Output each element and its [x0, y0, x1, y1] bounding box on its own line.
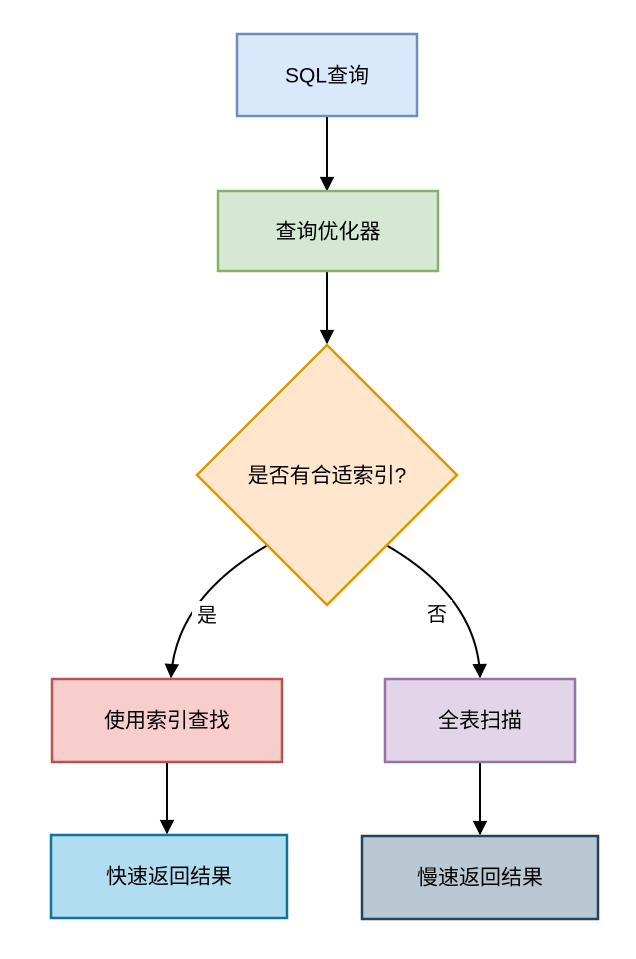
- node-fast-result-shape: [49, 833, 289, 920]
- edge-label-no-bg: [422, 600, 452, 629]
- node-sql-query-shape: [235, 32, 419, 118]
- node-slow-result: 慢速返回结果: [360, 834, 600, 921]
- edge-label-yes-bg: [192, 601, 222, 630]
- node-decision: 是否有合适索引?: [195, 343, 459, 607]
- node-optimizer-label: 查询优化器: [276, 221, 381, 244]
- node-sql-query: SQL查询: [235, 32, 419, 118]
- node-fast-result: 快速返回结果: [49, 833, 289, 920]
- node-sql-query-label: SQL查询: [285, 65, 369, 88]
- edge-label-yes-text: 是: [197, 605, 217, 627]
- node-optimizer-shape: [216, 189, 440, 273]
- node-full-scan-shape: [383, 677, 577, 764]
- edge-label-yes: 是: [192, 601, 222, 630]
- edge-label-no: 否: [422, 600, 452, 629]
- node-full-scan-label: 全表扫描: [438, 710, 522, 733]
- node-decision-shape: [195, 343, 459, 607]
- node-full-scan: 全表扫描: [383, 677, 577, 764]
- node-index-lookup: 使用索引查找: [50, 677, 284, 764]
- node-slow-result-label: 慢速返回结果: [417, 867, 543, 890]
- edge-decision-no: [385, 544, 480, 677]
- node-index-lookup-shape: [50, 677, 284, 764]
- node-index-lookup-label: 使用索引查找: [104, 710, 230, 733]
- node-fast-result-label: 快速返回结果: [106, 866, 232, 889]
- node-decision-label: 是否有合适索引?: [248, 465, 407, 488]
- node-slow-result-shape: [360, 834, 600, 921]
- node-optimizer: 查询优化器: [216, 189, 440, 273]
- edge-label-no-text: 否: [427, 604, 447, 626]
